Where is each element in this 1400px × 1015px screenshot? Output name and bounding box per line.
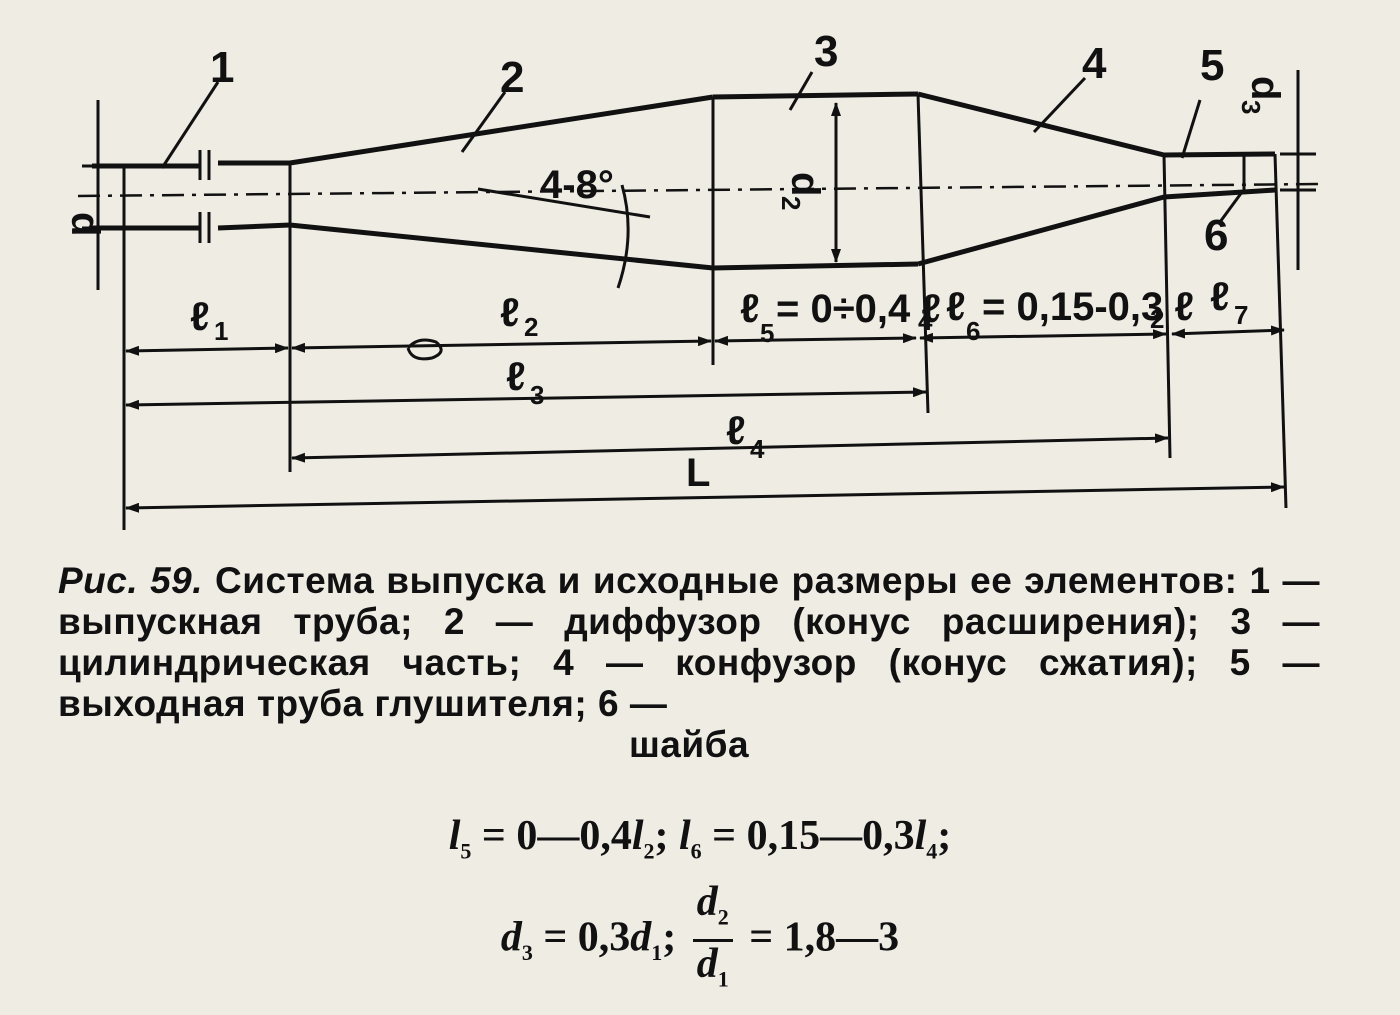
part-label-6: 6: [1204, 211, 1228, 260]
l7-label: ℓ: [1210, 275, 1230, 319]
l5-label: ℓ: [740, 287, 760, 331]
l1-label: ℓ: [190, 295, 210, 339]
d2-sub: 2: [776, 196, 806, 210]
d3-label: d: [1243, 76, 1287, 100]
l6-sub: 6: [966, 316, 980, 346]
l6-value-sub: 2: [1150, 304, 1164, 334]
l7-sub: 7: [1234, 300, 1248, 330]
cylinder-bottom: [712, 261, 919, 271]
l5-value: = 0÷0,4 ℓ: [776, 287, 941, 331]
d2-label: d: [783, 172, 827, 196]
formula-line-2: d3 = 0,3d1; d2 d1 = 1,8—3: [0, 880, 1400, 1002]
diffuser-top: [289, 94, 714, 166]
l5-sub: 5: [760, 318, 774, 348]
part-label-2: 2: [500, 53, 524, 102]
l1-sub: 1: [214, 316, 228, 346]
cylinder-top: [712, 91, 919, 100]
pipe-break-marks: [198, 150, 211, 243]
l3-sub: 3: [530, 380, 544, 410]
d3-sub: 3: [1236, 100, 1266, 114]
angle-marker: [477, 184, 651, 289]
outlet-pipe-top: [1163, 151, 1276, 158]
length-dimensions: [125, 325, 1285, 513]
L-label: L: [686, 451, 710, 495]
inlet-pipe-bottom: [92, 222, 291, 231]
part-label-5: 5: [1200, 41, 1224, 90]
l6-label: ℓ: [946, 285, 966, 329]
diameter-dimensions: [82, 70, 1316, 290]
diameter-ratio-fraction: d2 d1: [692, 880, 733, 1002]
l2-label: ℓ: [500, 291, 520, 335]
leader-lines: [160, 71, 1244, 223]
part-label-3: 3: [814, 27, 838, 76]
figure-caption: Рис. 59. Система выпуска и исходные разм…: [58, 560, 1320, 765]
angle-label: 4-8°: [540, 163, 614, 207]
confuser-bottom: [917, 194, 1165, 267]
caption-text: Система выпуска и исходные размеры ее эл…: [58, 560, 1321, 724]
caption-last-line: шайба: [628, 724, 750, 765]
part-number-labels: 1 2 3 4 5 6: [210, 27, 1228, 260]
muffler-outline: [92, 91, 1276, 271]
l5-value-sub: 4: [918, 306, 933, 336]
l4-sub: 4: [750, 434, 765, 464]
axis-line: [77, 182, 1321, 198]
l3-label: ℓ: [506, 355, 526, 399]
l2-sub: 2: [524, 312, 538, 342]
part-label-1: 1: [210, 43, 234, 92]
inlet-pipe-top: [92, 160, 290, 169]
length-labels: ℓ 1 ℓ 2 ℓ 5 = 0÷0,4 ℓ 4 ℓ 6 = 0,15-0,3 ℓ…: [190, 275, 1248, 495]
diffuser-bottom: [289, 222, 714, 271]
diameter-labels: d d 2 d 3: [63, 76, 1287, 236]
formula-line-1: l5 = 0—0,4l2; l6 = 0,15—0,3l4;: [448, 813, 952, 864]
outlet-pipe-bottom: [1163, 187, 1276, 200]
section-lines: [122, 93, 1288, 530]
l6-value: = 0,15-0,3 ℓ: [982, 285, 1194, 329]
figure-number: Рис. 59.: [58, 560, 204, 601]
d1-label: d: [63, 212, 107, 236]
part-label-4: 4: [1082, 39, 1107, 88]
l4-label: ℓ: [726, 409, 746, 453]
exhaust-system-diagram: 1 2 3 4 5 6 4-8° d d 2 d 3 ℓ 1 ℓ 2 ℓ 5 =…: [63, 27, 1321, 530]
